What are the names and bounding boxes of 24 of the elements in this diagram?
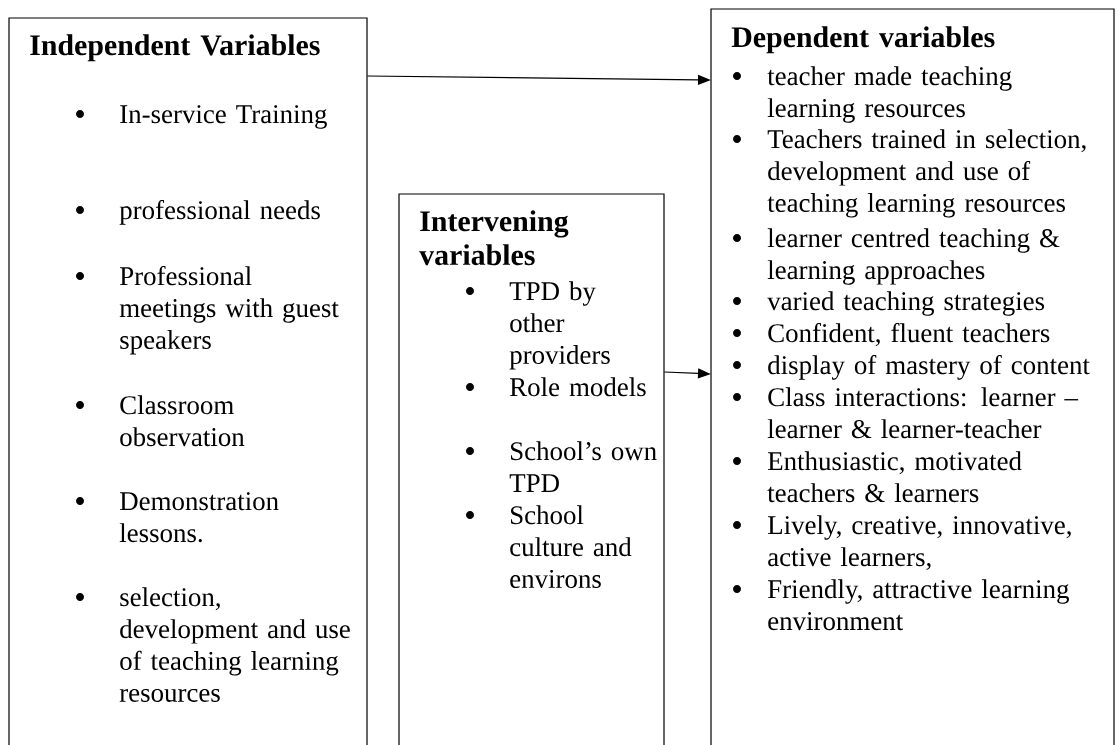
node-label: selection, development and use of teaching learning resources [119, 587, 350, 702]
node-label: Dependent variables [731, 26, 995, 54]
node-label: Demonstration lessons. [119, 492, 279, 543]
node-label: TPD by other providers [509, 281, 610, 370]
variable-box: Intervening variables TPD by other providers Role models School’s own TPD School culture and environs [398, 193, 665, 745]
node-label: teacher made teaching learning resources [767, 66, 1012, 123]
node-label: Enthusiastic, motivated teachers & learners [767, 451, 1022, 503]
node-label: Professional meetings with guest speakers [119, 266, 339, 355]
node-label: Role models [509, 377, 646, 397]
node-label: In-service Training [120, 105, 327, 129]
node-label: Classroom observation [120, 395, 245, 447]
node-label: professional needs [119, 200, 320, 225]
node-label: Independent Variables [30, 34, 320, 62]
node-label: Confident, fluent teachers [768, 323, 1050, 347]
node-label: Lively, creative, innovative, active learners, [767, 515, 1071, 571]
node-label: varied teaching strategies [767, 291, 1045, 316]
node-label: School culture and environs [510, 505, 632, 589]
variable-box: Independent Variables In-service Training professional needs Professional meetings with guest speakers Classroom observation Demonstration lessons. selection, development and use of teaching learning resources [8, 17, 368, 745]
node-label: Friendly, attractive learning environment [767, 579, 1069, 631]
node-label: School’s own TPD [509, 441, 657, 492]
node-label: Intervening variables [419, 210, 569, 266]
node-label: Class interactions: learner – learner & learner-teacher [767, 387, 1079, 439]
variable-box: Dependent variables teacher made teaching learning resources Teachers trained in selection, development and use of teaching learning resources learner centred teaching & learning approaches varied teaching strategies Confident, fluent teachers display of mastery of content Class interactions: learner – learner & learner-teacher Enthusiastic, motivated teachers & learners Lively, creative, innovative, active learners, Friendly, attractive learning environment [710, 8, 1115, 745]
node-label: display of mastery of content [768, 355, 1090, 380]
